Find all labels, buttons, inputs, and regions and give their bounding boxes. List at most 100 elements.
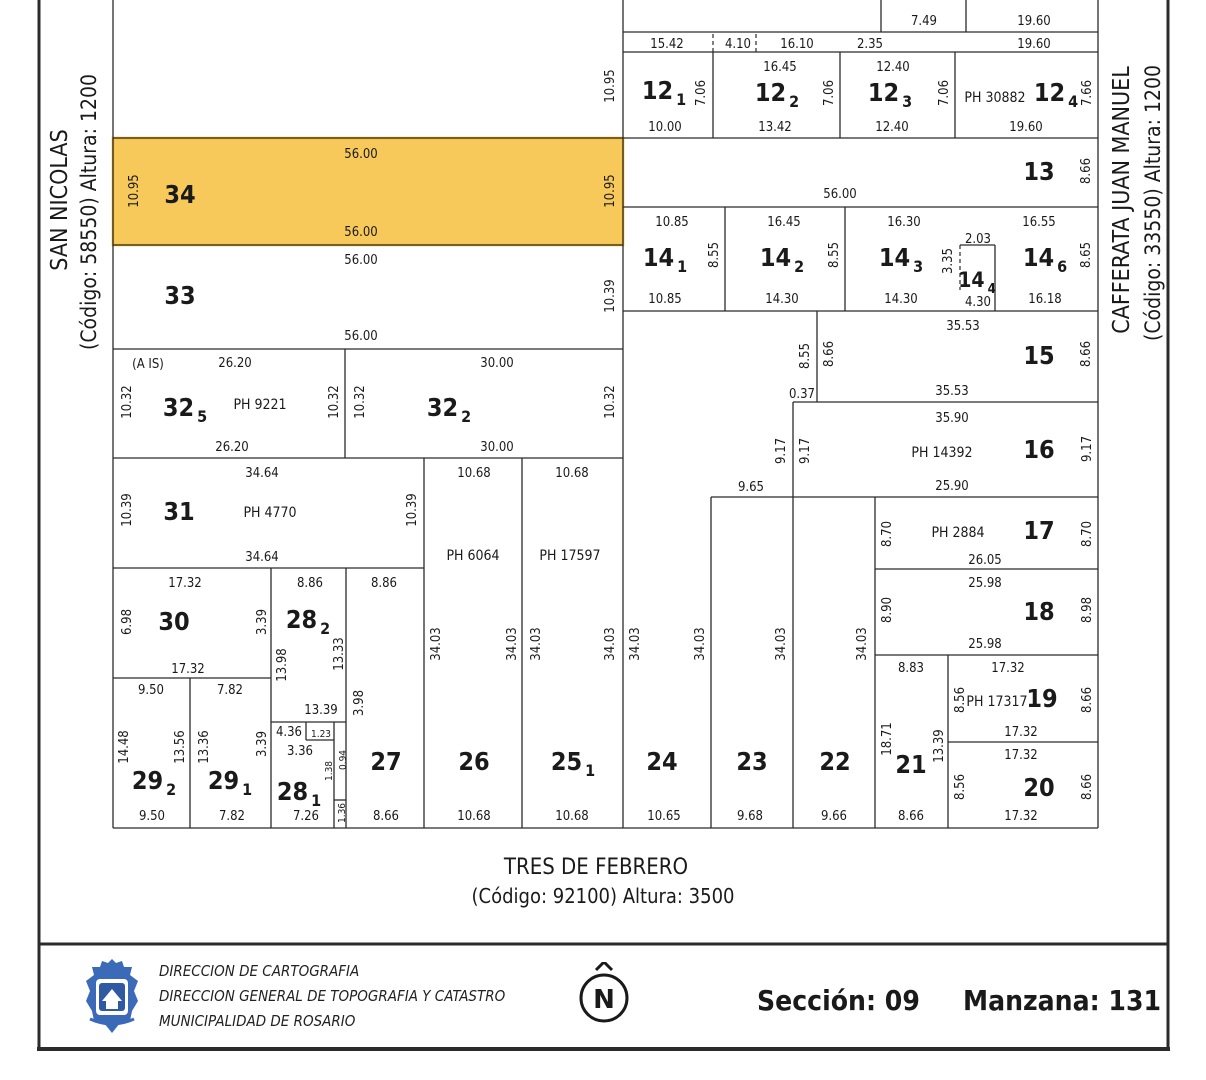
lot-34-highlight[interactable]: [111, 136, 625, 247]
dimension-label: 10.39: [405, 493, 420, 526]
dimension-label: 10.39: [603, 279, 618, 312]
dimension-label: 34.64: [245, 466, 278, 481]
dimension-label: 7.26: [293, 809, 319, 824]
footer-line-1: DIRECCION DE CARTOGRAFIA: [159, 962, 360, 980]
lot-ph-12-4: PH 30882: [964, 90, 1025, 106]
dimension-label: 8.66: [1080, 774, 1095, 800]
dimension-label: 9.65: [738, 480, 764, 495]
lot-subnumber: 1: [242, 780, 252, 799]
lot-subnumber: 3: [913, 257, 923, 276]
dimension-label: 14.30: [884, 292, 917, 307]
lot-label-30[interactable]: 30: [158, 607, 189, 636]
dimension-label: 8.66: [1079, 341, 1094, 367]
dimension-label: 16.55: [1022, 215, 1055, 230]
footer-line-3: MUNICIPALIDAD DE ROSARIO: [159, 1012, 356, 1030]
dimension-label: 8.70: [880, 521, 895, 547]
lot-label-18[interactable]: 18: [1023, 597, 1054, 626]
lot-label-17[interactable]: 17: [1023, 516, 1054, 545]
dimension-label: 7.06: [822, 80, 837, 106]
dimension-label: 8.56: [953, 774, 968, 800]
dimension-label: 8.90: [880, 597, 895, 623]
dimension-label: 34.03: [628, 627, 643, 660]
dimension-label: 26.20: [215, 440, 248, 455]
dimension-label: 2.35: [857, 37, 883, 52]
dimension-label: 8.66: [1080, 687, 1095, 713]
lot-number: 12: [868, 78, 899, 107]
dimension-label: 30.00: [480, 356, 513, 371]
dimension-label: 25.98: [968, 637, 1001, 652]
dimension-label: 7.06: [694, 80, 709, 106]
dimension-label: 4.10: [725, 37, 751, 52]
lot-number: 12: [642, 76, 673, 105]
lot-subnumber: 1: [311, 791, 321, 810]
lot-label-33[interactable]: 33: [164, 281, 195, 310]
dimension-label: 1.36: [337, 803, 348, 823]
dimension-label: 34.03: [693, 627, 708, 660]
dimension-label: 10.95: [603, 69, 618, 102]
lot-number: 19: [1026, 684, 1057, 713]
dimension-label: 0.94: [338, 750, 349, 770]
dimension-label: 25.98: [968, 576, 1001, 591]
dimension-label: 35.53: [935, 384, 968, 399]
lot-number: 21: [895, 750, 926, 779]
lot-label-22[interactable]: 22: [819, 747, 850, 776]
dimension-label: 14.30: [765, 292, 798, 307]
lot-label-19[interactable]: 19: [1026, 684, 1057, 713]
lot-label-34[interactable]: 34: [164, 180, 195, 209]
lot-label-13[interactable]: 13: [1023, 157, 1054, 186]
manzana-label: Manzana: 131: [963, 984, 1162, 1017]
dimension-label: 56.00: [344, 329, 377, 344]
lot-ph-31: PH 4770: [243, 505, 296, 521]
lot-number: 14: [760, 243, 791, 272]
lot-label-23[interactable]: 23: [736, 747, 767, 776]
lot-note: (A IS): [132, 357, 164, 372]
dimension-label: 17.32: [171, 662, 204, 677]
lot-label-27[interactable]: 27: [370, 747, 401, 776]
lot-label-15[interactable]: 15: [1023, 341, 1054, 370]
lot-label-21[interactable]: 21: [895, 750, 926, 779]
lot-number: 26: [458, 747, 489, 776]
dimension-label: 12.40: [876, 60, 909, 75]
lot-label-26[interactable]: 26: [458, 747, 489, 776]
lot-subnumber: 1: [677, 257, 687, 276]
lot-label-20[interactable]: 20: [1023, 773, 1054, 802]
lot-subnumber: 1: [585, 761, 595, 780]
dimension-label: 26.20: [218, 356, 251, 371]
lot-number: 29: [132, 766, 163, 795]
dimension-label: 34.64: [245, 550, 278, 565]
lot-number: 12: [755, 78, 786, 107]
dimension-label: 19.60: [1017, 37, 1050, 52]
lot-subnumber: 1: [676, 90, 686, 109]
lot-number: 14: [1023, 243, 1054, 272]
lot-label-16[interactable]: 16: [1023, 435, 1054, 464]
lot-subnumber: 4: [988, 282, 996, 297]
dimension-label: 13.42: [758, 120, 791, 135]
dimension-label: 8.55: [707, 242, 722, 268]
dimension-label: 35.90: [935, 411, 968, 426]
lot-label-24[interactable]: 24: [646, 747, 677, 776]
dimension-label: 9.66: [821, 809, 847, 824]
dimension-label: 8.83: [898, 661, 924, 676]
dimension-label: 1.23: [311, 729, 331, 740]
lot-label-31[interactable]: 31: [163, 497, 194, 526]
dimension-label: 34.03: [505, 627, 520, 660]
lot-number: 22: [819, 747, 850, 776]
dimension-label: 17.32: [1004, 809, 1037, 824]
